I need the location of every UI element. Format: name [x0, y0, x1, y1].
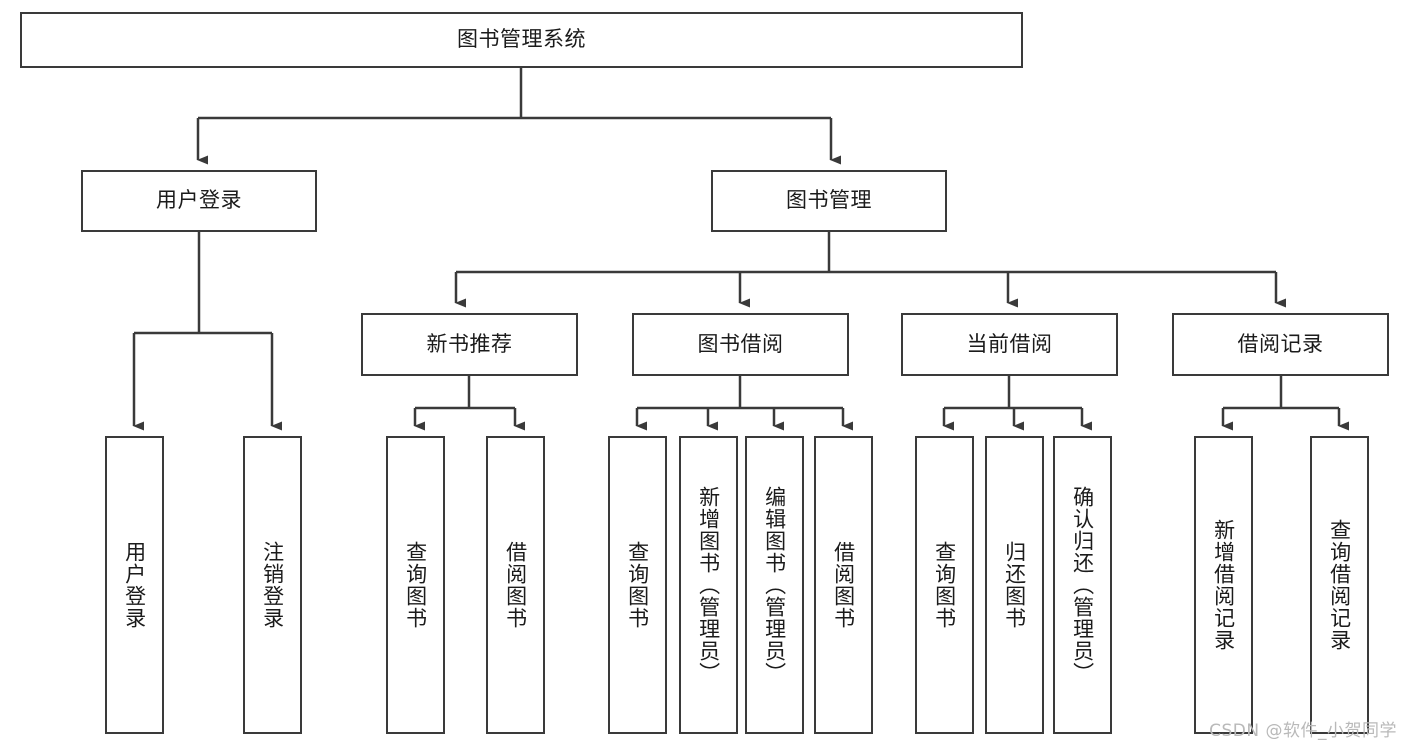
node-label: 图书管理 [786, 188, 872, 213]
node-borrow-record[interactable]: 借阅记录 [1172, 313, 1389, 376]
node-leaf-query-book-current[interactable]: 查询图书 [915, 436, 974, 734]
node-book-management[interactable]: 图书管理 [711, 170, 947, 232]
node-root-label: 图书管理系统 [457, 27, 586, 52]
node-label: 借阅图书 [831, 541, 856, 629]
node-leaf-borrow-book[interactable]: 借阅图书 [814, 436, 873, 734]
node-leaf-return-book[interactable]: 归还图书 [985, 436, 1044, 734]
node-label: 当前借阅 [966, 331, 1053, 356]
node-label: 新增图书（管理员） [696, 486, 721, 684]
node-user-login[interactable]: 用户登录 [81, 170, 317, 232]
node-leaf-add-book-admin[interactable]: 新增图书（管理员） [679, 436, 738, 734]
node-leaf-query-borrow-record[interactable]: 查询借阅记录 [1310, 436, 1369, 734]
node-leaf-logout[interactable]: 注销登录 [243, 436, 302, 734]
node-leaf-add-borrow-record[interactable]: 新增借阅记录 [1194, 436, 1253, 734]
csdn-watermark: CSDN @软件_小贺同学 [1209, 721, 1397, 741]
node-label: 归还图书 [1002, 541, 1027, 629]
node-leaf-borrow-book-newbook[interactable]: 借阅图书 [486, 436, 545, 734]
node-new-book-recommend[interactable]: 新书推荐 [361, 313, 578, 376]
node-leaf-query-book-newbook[interactable]: 查询图书 [386, 436, 445, 734]
node-label: 用户登录 [122, 541, 147, 629]
node-leaf-edit-book-admin[interactable]: 编辑图书（管理员） [745, 436, 804, 734]
node-current-borrow[interactable]: 当前借阅 [901, 313, 1118, 376]
node-label: 借阅图书 [503, 541, 528, 629]
node-leaf-user-login[interactable]: 用户登录 [105, 436, 164, 734]
node-label: 查询图书 [403, 541, 428, 629]
node-label: 查询图书 [932, 541, 957, 629]
node-label: 用户登录 [156, 188, 242, 213]
node-label: 查询借阅记录 [1327, 519, 1352, 651]
node-leaf-confirm-return-admin[interactable]: 确认归还（管理员） [1053, 436, 1112, 734]
node-label: 新增借阅记录 [1211, 519, 1236, 651]
node-label: 图书借阅 [697, 331, 784, 356]
node-leaf-query-book-borrow[interactable]: 查询图书 [608, 436, 667, 734]
node-label: 注销登录 [260, 541, 285, 629]
node-label: 确认归还（管理员） [1070, 486, 1095, 684]
node-book-borrow[interactable]: 图书借阅 [632, 313, 849, 376]
node-label: 新书推荐 [426, 331, 513, 356]
node-label: 编辑图书（管理员） [762, 486, 787, 684]
node-label: 查询图书 [625, 541, 650, 629]
node-label: 借阅记录 [1237, 331, 1324, 356]
node-system-root[interactable]: 图书管理系统 [20, 12, 1023, 68]
